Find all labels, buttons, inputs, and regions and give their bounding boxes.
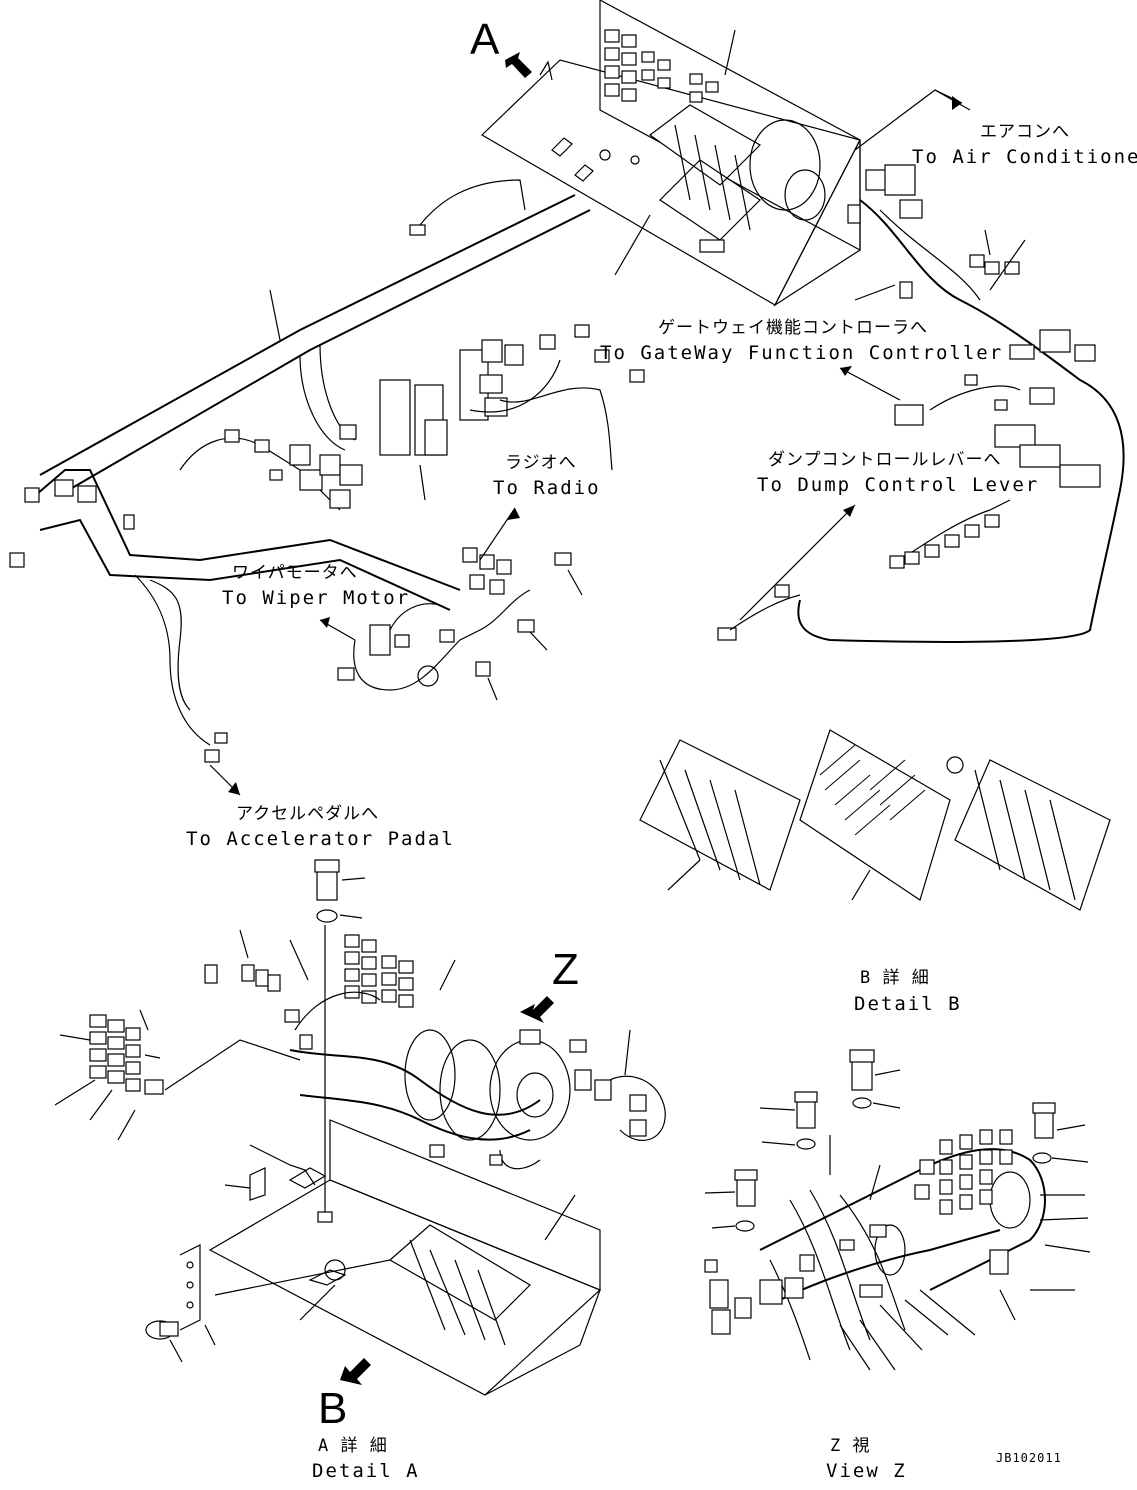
right-harness-branch	[717, 164, 1125, 643]
view-letter-b: B	[318, 1384, 348, 1433]
gateway-controller-label-en: To GateWay Function Controller	[600, 342, 1004, 364]
leader-lines	[209, 29, 1026, 796]
air-conditioner-label-en: To Air Conditioner	[912, 146, 1137, 168]
detail-b-caption-en: Detail B	[854, 993, 962, 1015]
wiper-radio-connectors	[337, 547, 583, 701]
gateway-controller-label-jp: ゲートウェイ機能コントローラへ	[658, 318, 928, 338]
dump-lever-label-en: To Dump Control Lever	[757, 474, 1040, 496]
view-letter-a: A	[470, 15, 500, 64]
wiper-motor-label-en: To Wiper Motor	[222, 587, 411, 609]
detail-b-caption-jp: B 詳 細	[860, 968, 930, 988]
accelerator-label-jp: アクセルペダルへ	[236, 804, 380, 824]
upper-mounting-panel	[481, 0, 861, 307]
view-z-drawing	[704, 1049, 1091, 1371]
detail-a-caption-en: Detail A	[312, 1460, 420, 1482]
air-conditioner-label-jp: エアコンへ	[980, 122, 1070, 142]
dump-lever-label-jp: ダンプコントロールレバーへ	[768, 450, 1002, 470]
detail-a-caption-jp: A 詳 細	[318, 1436, 388, 1456]
view-arrows	[340, 52, 554, 1385]
radio-label-en: To Radio	[493, 477, 601, 499]
detail-b-drawing	[639, 729, 1111, 911]
radio-label-jp: ラジオへ	[505, 453, 577, 473]
accelerator-label-en: To Accelerator Padal	[186, 828, 455, 850]
view-z-caption-en: View Z	[826, 1460, 907, 1482]
view-letter-z: Z	[552, 945, 579, 994]
wiper-motor-label-jp: ワイパモータへ	[232, 563, 358, 583]
central-connector-cluster	[224, 324, 645, 509]
detail-a-drawing	[54, 859, 666, 1396]
drawing-code: JB102011	[996, 1451, 1062, 1465]
view-z-caption-jp: Z 視	[830, 1436, 871, 1456]
